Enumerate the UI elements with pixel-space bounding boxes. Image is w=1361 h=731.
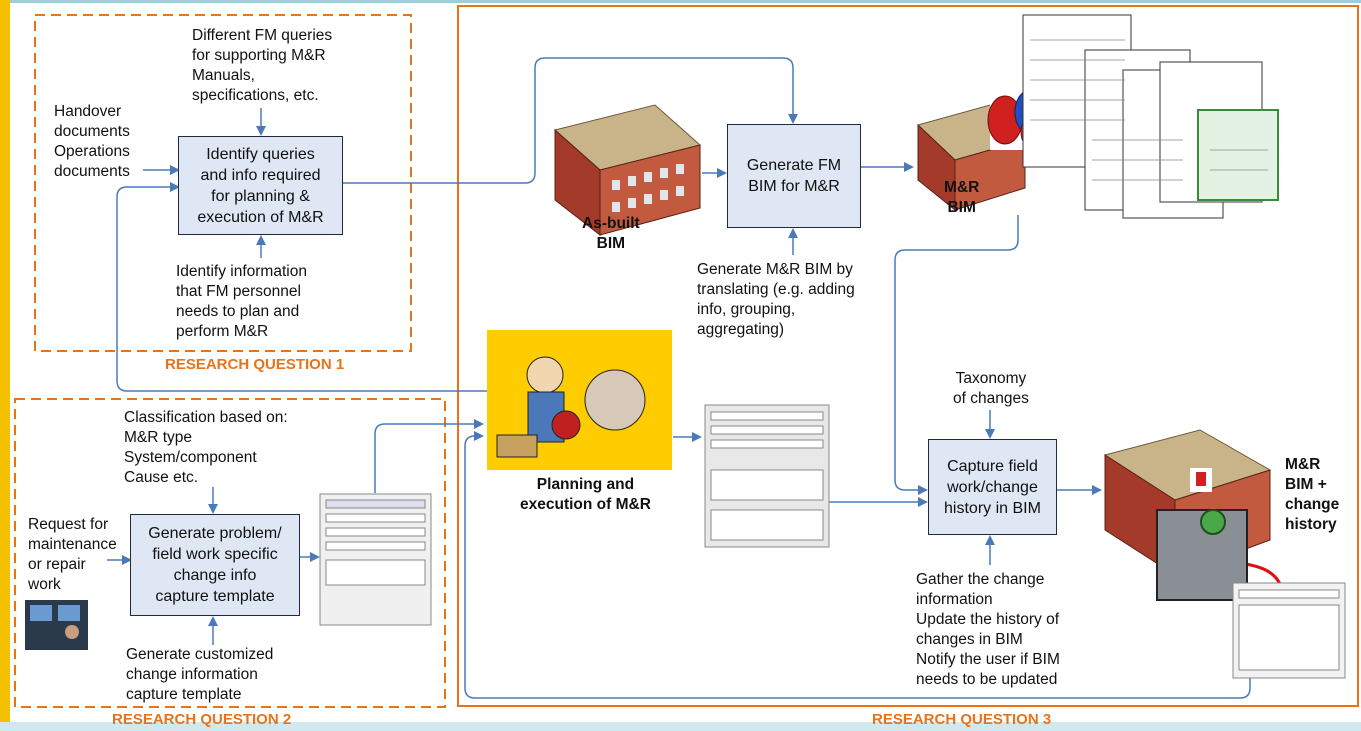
- rq2-region: [14, 398, 446, 708]
- arrow-final-to-planning: [464, 431, 1251, 699]
- rq1-inputs: Handover documents Operations documents: [54, 103, 130, 180]
- identify-queries-box: Identify queries and info required for p…: [178, 136, 343, 235]
- rq2-top-note: Classification based on: M&R type System…: [124, 409, 288, 486]
- final-bim-label: M&R BIM + change history: [1285, 456, 1340, 533]
- arrow-identify-to-generate: [343, 57, 798, 184]
- documents-lines: [1030, 39, 1268, 181]
- asbuilt-bim-illustration: [553, 104, 702, 237]
- documents-stack-illustration: [1022, 14, 1279, 219]
- planning-label: Planning and execution of M&R: [520, 476, 651, 513]
- asbuilt-bim-label: As-built BIM: [582, 215, 640, 252]
- rq1-bottom-note: Identify information that FM personnel n…: [176, 263, 307, 340]
- bottom-accent-bar: [0, 722, 1361, 731]
- generate-mr-note: Generate M&R BIM by translating (e.g. ad…: [697, 261, 855, 338]
- final-bim-illustration: [1103, 429, 1272, 601]
- rq3-region: [457, 5, 1359, 707]
- control-room-photo: [25, 600, 88, 650]
- identify-queries-label: Identify queries and info required for p…: [197, 145, 324, 226]
- rq1-top-note: Different FM queries for supporting M&R …: [192, 27, 333, 104]
- rq2-title: RESEARCH QUESTION 2: [112, 711, 292, 728]
- top-accent-bar: [0, 0, 1361, 3]
- arrow-template-to-planning: [374, 419, 484, 493]
- arrow-planning-to-identify: [116, 182, 487, 392]
- rq1-title: RESEARCH QUESTION 1: [165, 356, 345, 373]
- form-screenshot-1: [319, 493, 432, 626]
- generate-fm-bim-box: Generate FM BIM for M&R: [727, 124, 861, 228]
- rq3-title: RESEARCH QUESTION 3: [872, 711, 1052, 728]
- left-accent-bar: [0, 0, 10, 731]
- rq2-bottom-note: Generate customized change information c…: [126, 646, 274, 703]
- form-screenshot-2: [704, 404, 830, 548]
- planning-worker-illustration: [487, 330, 672, 470]
- arrow-mrbim-to-capture: [894, 215, 1019, 495]
- form-screenshot-3: [1232, 582, 1346, 679]
- capture-history-label: Capture field work/change history in BIM: [944, 457, 1041, 517]
- generate-fm-bim-label: Generate FM BIM for M&R: [746, 157, 842, 195]
- change-note: Gather the change information Update the…: [916, 571, 1060, 688]
- generate-template-label: Generate problem/ field work specific ch…: [148, 525, 282, 605]
- taxonomy-note: Taxonomy of changes: [953, 370, 1029, 407]
- rq2-inputs: Request for maintenance or repair work: [28, 516, 117, 593]
- mr-bim-label: M&R BIM: [944, 179, 980, 216]
- capture-history-box: Capture field work/change history in BIM: [928, 439, 1057, 535]
- generate-template-box: Generate problem/ field work specific ch…: [130, 514, 300, 616]
